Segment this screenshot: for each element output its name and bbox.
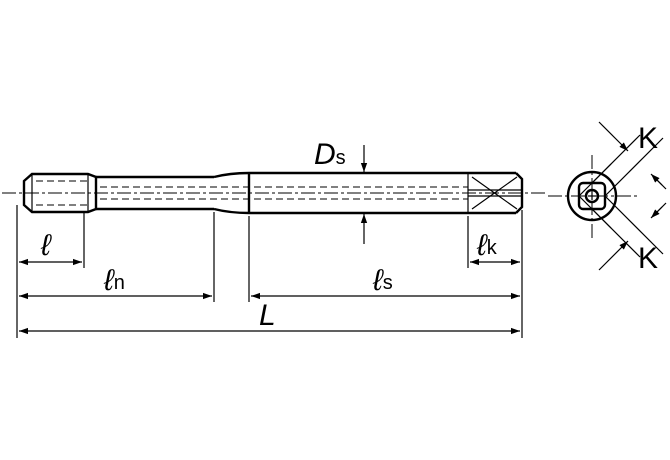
dim-k-bottom bbox=[598, 240, 629, 271]
center-hole bbox=[584, 188, 600, 204]
extension-lines bbox=[16, 205, 523, 338]
label-ds: Ds bbox=[314, 138, 346, 171]
neck-section bbox=[96, 171, 468, 215]
dim-k-top bbox=[598, 121, 629, 152]
dimension-labels: Ds ℓ ℓn ℓs ℓk L K K bbox=[40, 122, 658, 332]
shank-section bbox=[247, 171, 524, 215]
thread-section bbox=[22, 172, 98, 214]
tap-side-view bbox=[2, 145, 545, 244]
dimension-lines bbox=[19, 258, 520, 335]
label-k-bottom: K bbox=[638, 242, 658, 275]
square-drive-end bbox=[467, 173, 522, 213]
label-l: ℓ bbox=[40, 229, 52, 262]
label-ls: ℓs bbox=[372, 264, 393, 297]
end-view-outer-circle bbox=[566, 170, 618, 222]
label-lk: ℓk bbox=[476, 229, 498, 262]
label-ln: ℓn bbox=[103, 264, 125, 297]
label-k-top: K bbox=[638, 122, 658, 155]
tap-end-view bbox=[548, 121, 667, 271]
label-L: L bbox=[259, 299, 276, 332]
